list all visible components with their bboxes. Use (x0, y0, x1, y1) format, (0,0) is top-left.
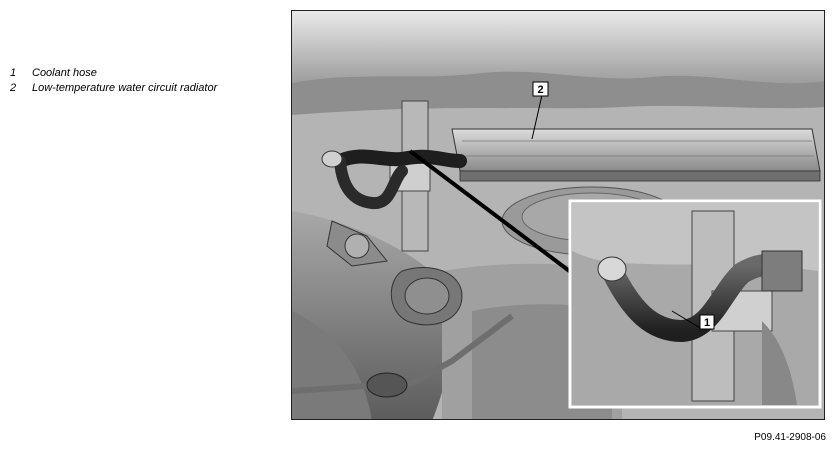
legend-text: Low-temperature water circuit radiator (32, 82, 218, 94)
legend: 1 Coolant hose 2 Low-temperature water cir… (10, 66, 217, 96)
figure-reference-code: P09.41-2908-06 (754, 432, 826, 443)
legend-text: Coolant hose (32, 67, 97, 79)
legend-item-1: 1 Coolant hose (10, 66, 217, 81)
legend-number: 1 (10, 67, 17, 79)
callout-1-label: 1 (704, 317, 710, 329)
callout-2 (532, 81, 549, 97)
coolant-hose (333, 149, 467, 168)
detail-inset: 1 (568, 199, 822, 409)
legend-item-2: 2 Low-temperature water circuit radiator (10, 81, 217, 96)
bumper-cover (292, 11, 824, 84)
illustration-drawing: 2 1 (292, 11, 824, 419)
callout-2-label: 2 (537, 84, 543, 96)
engine-bay-illustration: 2 1 (291, 10, 825, 420)
radiator (451, 128, 821, 172)
legend-number: 2 (10, 82, 17, 94)
callout-1 (699, 314, 715, 330)
